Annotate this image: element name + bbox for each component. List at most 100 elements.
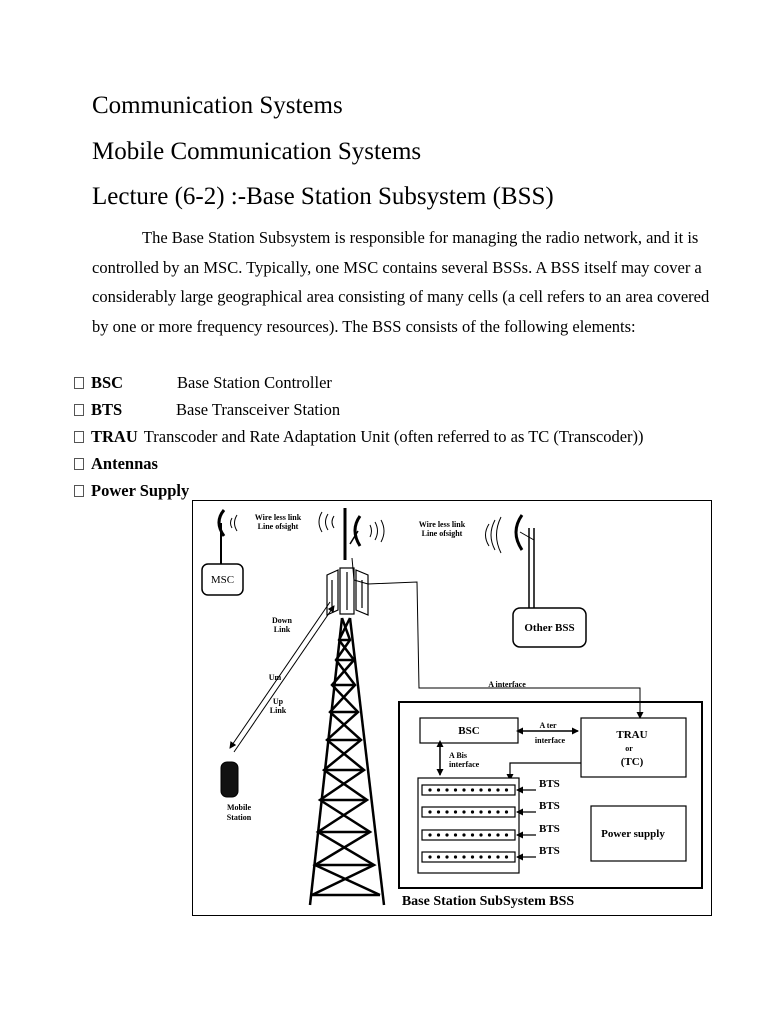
- bts-led-icon: [436, 833, 441, 837]
- bts-led-icon: [428, 855, 432, 859]
- link-right-line2: Line ofsight: [422, 529, 463, 538]
- a-bis-label-line1: A Bis: [449, 751, 467, 760]
- msc-label: MSC: [211, 574, 234, 586]
- a-bis-label-line2: interface: [449, 760, 480, 769]
- bts-led-icon: [496, 855, 500, 859]
- down-link-arrow: [229, 601, 331, 749]
- down-link-label-line2: Link: [274, 625, 291, 634]
- bts-led-icon: [436, 810, 441, 814]
- bts-led-icon: [445, 810, 449, 814]
- subject-title: Mobile Communication Systems: [92, 138, 422, 165]
- definition-bsc: Base Station Controller: [177, 373, 332, 392]
- definition-bts: Base Transceiver Station: [176, 400, 341, 419]
- diagram-frame: [192, 500, 712, 916]
- bts-led-icon: [487, 833, 492, 837]
- bts-led-icon: [487, 810, 492, 814]
- element-list: BSC Base Station Controller BTS Base Trans…: [74, 369, 644, 504]
- trau-label: TRAU: [616, 729, 647, 741]
- um-label: Um: [269, 673, 282, 682]
- lecture-title: Lecture (6-2) :-Base Station Subsystem (…: [92, 183, 554, 210]
- checkbox-icon: [74, 377, 84, 389]
- bts-led-icon: [479, 810, 483, 814]
- term-trau: TRAU: [91, 427, 138, 446]
- list-item-power-supply: Power Supply: [74, 477, 644, 504]
- bts-led-icon: [487, 788, 492, 792]
- down-link-label-line1: Down: [272, 616, 293, 625]
- bts-led-icon: [462, 788, 466, 792]
- mobile-station-icon: [220, 761, 239, 798]
- bts-led-icon: [479, 855, 483, 859]
- bts-led-icon: [436, 788, 441, 792]
- bts-led-icon: [462, 855, 466, 859]
- a-interface-label: A interface: [488, 680, 526, 689]
- bts-unit: [421, 851, 516, 863]
- bts-led-icon: [470, 833, 475, 837]
- bts-label: BTS: [539, 845, 560, 857]
- bts-led-icon: [428, 810, 432, 814]
- bts-led-icon: [428, 833, 432, 837]
- checkbox-icon: [74, 404, 84, 416]
- list-item-antennas: Antennas: [74, 450, 644, 477]
- intro-text: The Base Station Subsystem is responsibl…: [92, 228, 710, 336]
- link-left-line2: Line ofsight: [258, 522, 299, 531]
- bts-led-icon: [436, 855, 441, 859]
- bts-label: BTS: [539, 778, 560, 790]
- term-power-supply: Power Supply: [91, 481, 190, 500]
- trau-bts-link: [506, 762, 581, 781]
- link-left-line1: Wire less link: [255, 513, 302, 522]
- up-link-arrow: [233, 605, 335, 753]
- bts-led-icon: [445, 855, 449, 859]
- power-supply-label: Power supply: [601, 828, 665, 840]
- bts-unit: [421, 829, 516, 841]
- lattice-tower-icon: [308, 617, 386, 906]
- bts-led-icon: [470, 788, 475, 792]
- other-bss-label: Other BSS: [524, 622, 574, 634]
- term-bsc: BSC: [91, 373, 124, 392]
- bts-led-icon: [470, 810, 475, 814]
- bts-led-icon: [479, 788, 483, 792]
- bts-unit: [421, 784, 516, 796]
- power-supply-box: [590, 805, 687, 862]
- intro-paragraph: The Base Station Subsystem is responsibl…: [92, 223, 717, 341]
- bts-led-icon: [479, 833, 483, 837]
- link-right-line1: Wire less link: [419, 520, 466, 529]
- bts-led-icon: [445, 788, 449, 792]
- term-bts: BTS: [91, 400, 123, 419]
- a-ter-label-line1: A ter: [539, 721, 557, 730]
- checkbox-icon: [74, 485, 84, 497]
- bts-led-icon: [453, 833, 458, 837]
- bts-label: BTS: [539, 823, 560, 835]
- bts-led-icon: [487, 855, 492, 859]
- msc-box: [201, 563, 244, 596]
- bss-diagram: MSC Wire less link Line ofsight Wire les…: [192, 500, 712, 916]
- bsc-box: [419, 717, 519, 744]
- bts-led-icon: [453, 788, 458, 792]
- up-link-label-line2: Link: [270, 706, 287, 715]
- bts-led-icon: [496, 810, 500, 814]
- bts-led-icon: [504, 855, 509, 859]
- wave-icon: [318, 511, 335, 533]
- bts-led-icon: [504, 788, 509, 792]
- bts-led-icon: [462, 810, 466, 814]
- bts-label: BTS: [539, 800, 560, 812]
- a-interface-line: [351, 557, 644, 719]
- mobile-label-line2: Station: [227, 813, 252, 822]
- bts-units: BTS BTS BTS BTS: [421, 778, 560, 863]
- bts-led-icon: [504, 810, 509, 814]
- bts-unit: [421, 806, 516, 818]
- bts-led-icon: [453, 810, 458, 814]
- up-link-label-line1: Up: [273, 697, 284, 706]
- mobile-label-line1: Mobile: [227, 803, 251, 812]
- bss-container: [398, 701, 703, 889]
- a-ter-label-line2: interface: [535, 736, 566, 745]
- bts-led-icon: [470, 855, 475, 859]
- bsc-label: BSC: [458, 725, 479, 737]
- bts-led-icon: [496, 833, 500, 837]
- trau-or-label: or: [625, 744, 633, 753]
- course-title: Communication Systems: [92, 92, 343, 119]
- list-item-bsc: BSC Base Station Controller: [74, 369, 644, 396]
- checkbox-icon: [74, 431, 84, 443]
- bts-led-icon: [504, 833, 509, 837]
- diagram-caption: Base Station SubSystem BSS: [402, 894, 575, 909]
